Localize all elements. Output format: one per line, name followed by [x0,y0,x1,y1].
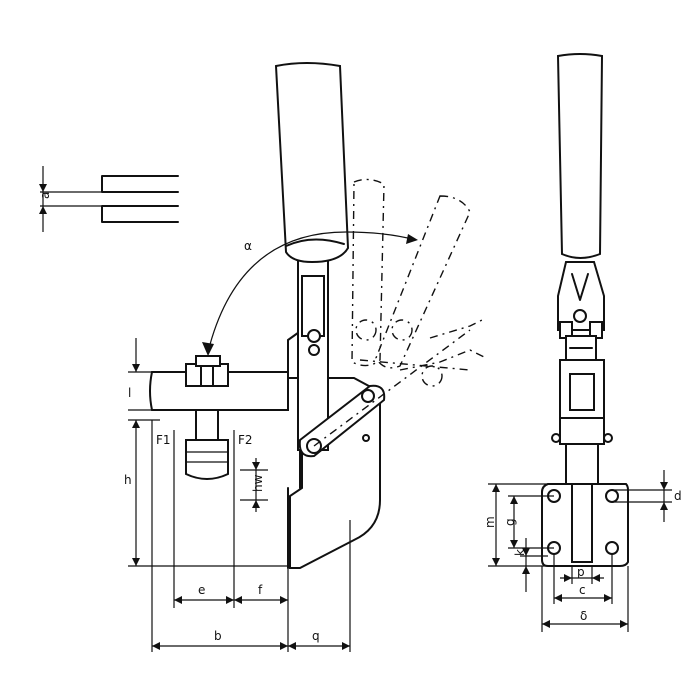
front-handle [556,53,604,259]
label-m: m [483,516,497,528]
label-p: p [577,565,585,579]
label-l: l [128,386,131,400]
label-k: k [513,549,527,556]
linkage [298,384,386,458]
label-alpha: α [244,239,252,253]
thickness-symbol: a [38,166,179,232]
label-h: h [124,473,132,487]
label-q: q [312,629,320,643]
label-c: c [579,583,586,597]
clamp-front-view [541,53,629,567]
right-dimensions: d m g k p c [483,470,682,632]
label-b: b [214,629,222,643]
label-d: d [674,489,682,503]
clamp-side-view [149,62,471,569]
opening-angle: α [202,231,418,356]
label-hw: hw [251,474,265,492]
label-e: e [198,583,205,597]
label-delta: δ [580,609,587,623]
label-F1: F1 [156,433,171,447]
label-F2: F2 [238,433,253,447]
spindle-nut [185,363,229,387]
open-positions [351,178,487,387]
label-f: f [258,583,263,597]
clamping-arm [149,371,289,411]
label-g: g [503,518,517,526]
pressure-spindle [185,439,229,480]
handle [274,62,350,264]
label-a: a [38,192,52,199]
left-dimensions: l h F1 F2 hw e f b [124,338,351,652]
